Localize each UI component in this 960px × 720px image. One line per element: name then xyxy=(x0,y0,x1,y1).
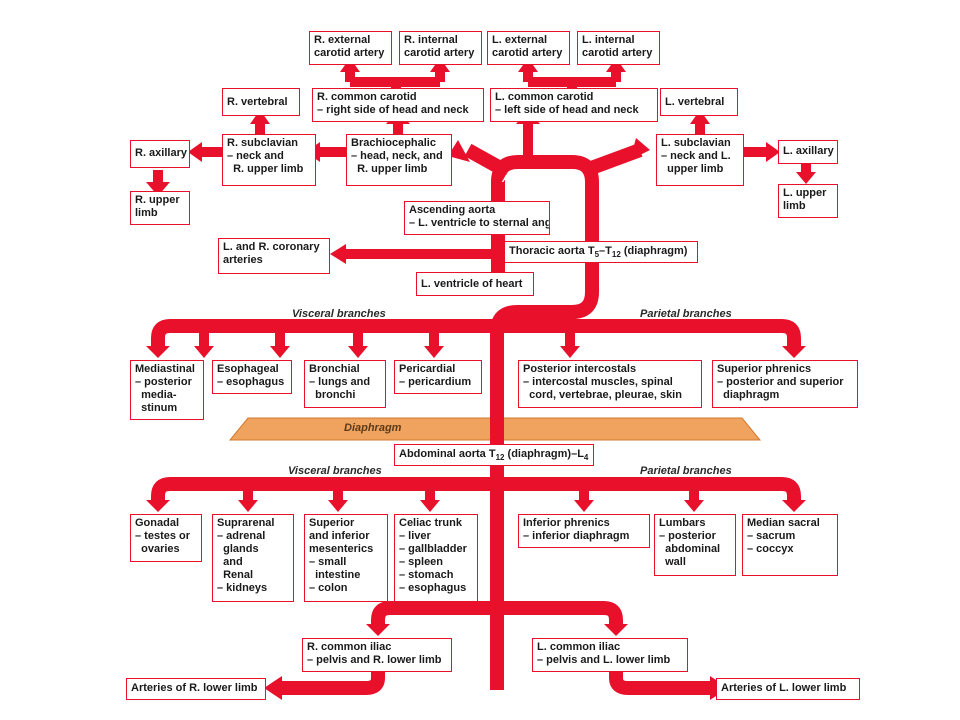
l-external-carotid-box: L. external carotid artery xyxy=(487,31,570,65)
esophageal-box: Esophageal – esophagus xyxy=(212,360,292,394)
superior-phrenics-box: Superior phrenics – posterior and superi… xyxy=(712,360,858,408)
arrowhead-inferior-phrenics xyxy=(574,500,594,512)
arrowhead-r-int-carotid xyxy=(430,58,450,72)
arrowhead-r-vertebral xyxy=(250,110,270,124)
suprarenal-renal-box: Suprarenal – adrenal glands and Renal – … xyxy=(212,514,294,602)
r-lower-limb-trunk xyxy=(280,664,385,695)
inferior-phrenics-box: Inferior phrenics – inferior diaphragm xyxy=(518,514,650,548)
arrowhead-suprarenal xyxy=(238,500,258,512)
r-axillary-box: R. axillary xyxy=(130,140,190,168)
arrowhead-esophageal xyxy=(194,346,214,358)
lumbars-box: Lumbars – posterior abdominal wall xyxy=(654,514,736,576)
l-axillary-box: L. axillary xyxy=(778,140,838,164)
iliac-bifurcation-left xyxy=(490,601,623,627)
celiac-trunk-box: Celiac trunk – liver – gallbladder – spl… xyxy=(394,514,478,602)
upper-parietal-label: Parietal branches xyxy=(640,308,732,320)
mediastinal-box: Mediastinal – posterior media- stinum xyxy=(130,360,204,420)
coronary-arteries-box: L. and R. coronary arteries xyxy=(218,238,330,274)
arrowhead-celiac xyxy=(420,500,440,512)
arrowhead-l-upper-limb xyxy=(796,172,816,184)
thoracic-aorta-sub-12: 12 xyxy=(611,250,621,260)
l-subclavian-box: L. subclavian – neck and L. upper limb xyxy=(656,134,744,186)
thoracic-aorta-dash: –T xyxy=(599,245,612,257)
mesenterics-box: Superior and inferior mesenterics – smal… xyxy=(304,514,388,602)
arrowhead-r-upper-limb xyxy=(146,182,170,196)
r-lower-limb-arteries-box: Arteries of R. lower limb xyxy=(126,678,266,700)
lower-visceral-line xyxy=(151,477,500,503)
l-vertebral-box: L. vertebral xyxy=(660,88,738,116)
r-internal-carotid-box: R. internal carotid artery xyxy=(399,31,482,65)
arrowhead-pericardial xyxy=(424,346,444,358)
thoracic-aorta-box: Thoracic aorta T5–T12 (diaphragm) xyxy=(504,241,698,263)
l-ventricle-box: L. ventricle of heart xyxy=(416,272,534,296)
upper-visceral-line xyxy=(151,319,500,348)
l-common-carotid-box: L. common carotid – left side of head an… xyxy=(490,88,658,122)
arrowhead-l-subclavian xyxy=(630,138,650,160)
thoracic-aorta-text: Thoracic aorta T xyxy=(509,245,595,257)
abdominal-aorta-box: Abdominal aorta T12 (diaphragm)–L4 xyxy=(394,444,594,466)
r-common-iliac-box: R. common iliac – pelvis and R. lower li… xyxy=(302,638,452,672)
arrowhead-r-axillary xyxy=(188,142,202,162)
ascending-aorta-box: Ascending aorta – L. ventricle to sterna… xyxy=(404,201,550,235)
arrowhead-bronchial xyxy=(348,346,368,358)
r-external-carotid-box: R. external carotid artery xyxy=(309,31,392,65)
r-vertebral-box: R. vertebral xyxy=(222,88,300,116)
abdominal-aorta-text: Abdominal aorta T xyxy=(399,448,496,460)
l-subclavian-trunk xyxy=(583,143,643,177)
l-lower-limb-trunk xyxy=(609,664,712,695)
arrowhead-brachiocephalic xyxy=(448,140,470,162)
gonadal-box: Gonadal – testes or ovaries xyxy=(130,514,202,562)
aortic-arch-trunk xyxy=(490,155,599,690)
arrowhead-gonadal xyxy=(146,500,170,512)
arrowhead-r-lower-limb xyxy=(264,676,282,700)
arrowhead-coronary xyxy=(330,244,346,264)
arrowhead-l-int-carotid xyxy=(606,58,626,72)
l-internal-carotid-box: L. internal carotid artery xyxy=(577,31,660,65)
arrowhead-l-axillary xyxy=(766,142,780,162)
arrowhead-lumbars xyxy=(684,500,704,512)
arrowhead-r-common-iliac xyxy=(366,624,390,636)
abdominal-aorta-mid: (diaphragm)–L xyxy=(504,448,584,460)
thoracic-aorta-sub-5: 5 xyxy=(594,250,600,260)
arrowhead-superior-phrenics xyxy=(782,346,806,358)
posterior-intercostals-box: Posterior intercostals – intercostal mus… xyxy=(518,360,702,408)
arrowhead-median-sacral xyxy=(782,500,806,512)
r-subclavian-box: R. subclavian – neck and R. upper limb xyxy=(222,134,316,186)
arrowhead-r-ext-carotid xyxy=(340,58,360,72)
arrowhead-mesenterics xyxy=(328,500,348,512)
thoracic-aorta-tail: (diaphragm) xyxy=(620,245,688,257)
lower-parietal-label: Parietal branches xyxy=(640,465,732,477)
arrowhead-l-vertebral xyxy=(690,110,710,124)
abdominal-aorta-sub-12: 12 xyxy=(495,453,505,463)
r-common-carotid-box: R. common carotid – right side of head a… xyxy=(312,88,484,122)
arrowhead-intercostals xyxy=(560,346,580,358)
r-upper-limb-box: R. upper limb xyxy=(130,191,190,225)
bronchial-box: Bronchial – lungs and bronchi xyxy=(304,360,386,408)
iliac-bifurcation xyxy=(371,601,504,627)
median-sacral-box: Median sacral – sacrum – coccyx xyxy=(742,514,838,576)
arrowhead-esophageal-2 xyxy=(270,346,290,358)
lower-parietal-line xyxy=(494,477,801,503)
brachiocephalic-box: Brachiocephalic – head, neck, and R. upp… xyxy=(346,134,452,186)
abdominal-aorta-sub-4: 4 xyxy=(583,453,589,463)
arrowhead-l-common-iliac xyxy=(604,624,628,636)
aortic-arch-label: Aortic arch xyxy=(502,173,558,185)
arrowhead-l-ext-carotid xyxy=(518,58,538,72)
brachiocephalic-trunk xyxy=(464,143,508,177)
diaphragm-label: Diaphragm xyxy=(344,422,402,434)
upper-visceral-label: Visceral branches xyxy=(292,308,386,320)
arrowhead-mediastinal xyxy=(146,346,170,358)
aorta-through-diaphragm xyxy=(490,416,504,442)
upper-parietal-line xyxy=(494,319,801,348)
pericardial-box: Pericardial – pericardium xyxy=(394,360,482,394)
l-lower-limb-arteries-box: Arteries of L. lower limb xyxy=(716,678,860,700)
l-upper-limb-box: L. upper limb xyxy=(778,184,838,218)
lower-visceral-label: Visceral branches xyxy=(288,465,382,477)
l-common-iliac-box: L. common iliac – pelvis and L. lower li… xyxy=(532,638,688,672)
